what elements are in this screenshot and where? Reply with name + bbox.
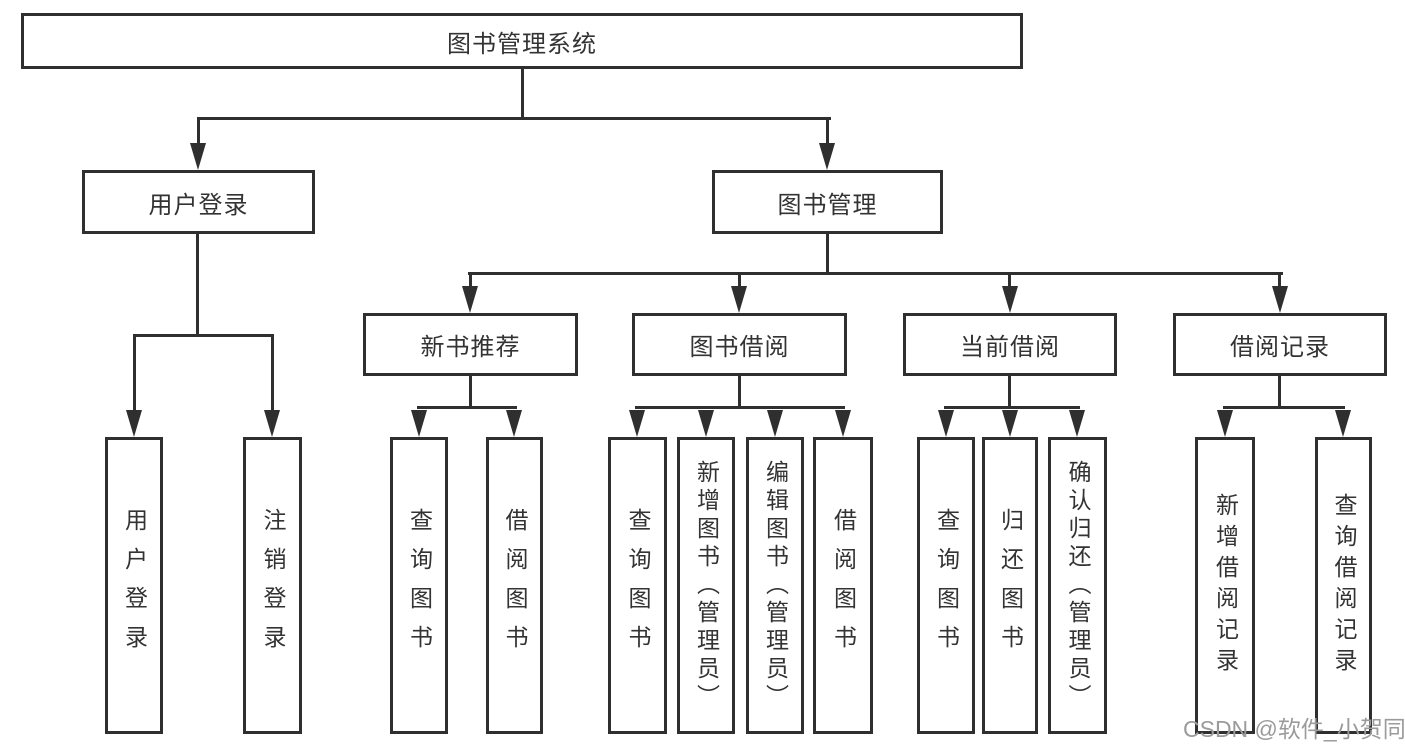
connector-line [271,334,274,411]
connector-line [196,233,199,337]
arrow-down-icon [1335,410,1351,437]
arrow-down-icon [190,143,206,170]
arrow-down-icon [1272,286,1288,313]
arrow-down-icon [835,410,851,437]
arrow-down-icon [698,410,714,437]
connector-line [197,117,200,147]
connector-line [1008,272,1011,290]
node-book-management: 图书管理 [712,170,943,234]
connector-line [738,272,741,290]
leaf-query-books-current: 查询图书 [917,437,975,734]
arrow-down-icon [506,410,522,437]
arrow-down-icon [1002,410,1018,437]
connector-line [635,406,845,409]
arrow-down-icon [767,410,783,437]
connector-line [826,117,829,147]
leaf-confirm-return-admin: 确认归还（管理员） [1048,437,1107,734]
connector-line [521,68,524,120]
arrow-down-icon [629,410,645,437]
leaf-add-borrow-record: 新增借阅记录 [1195,437,1255,734]
leaf-query-books-recommend: 查询图书 [390,437,448,734]
connector-line [468,272,1283,275]
arrow-down-icon [819,143,835,170]
leaf-return-books: 归还图书 [982,437,1038,734]
arrow-down-icon [264,410,280,437]
connector-line [1278,376,1281,409]
connector-line [1223,406,1345,409]
arrow-down-icon [1002,286,1018,313]
leaf-borrow-books-recommend: 借阅图书 [486,437,543,734]
connector-line [469,272,472,290]
arrow-down-icon [1069,410,1085,437]
arrow-down-icon [1217,410,1233,437]
connector-line [944,406,1080,409]
connector-line [133,334,136,411]
node-borrowing-records: 借阅记录 [1173,313,1387,376]
leaf-query-borrow-record: 查询借阅记录 [1315,437,1372,734]
arrow-down-icon [938,410,954,437]
connector-line [469,376,472,409]
connector-line [197,117,831,120]
connector-line [826,233,829,275]
connector-line [133,334,274,337]
node-book-borrowing: 图书借阅 [632,313,847,376]
leaf-edit-books-admin: 编辑图书（管理员） [746,437,804,734]
connector-line [1008,376,1011,409]
node-new-book-recommendation: 新书推荐 [363,313,578,376]
arrow-down-icon [411,410,427,437]
leaf-user-login: 用户登录 [105,437,163,734]
node-user-login: 用户登录 [82,170,315,234]
arrow-down-icon [731,286,747,313]
connector-line [417,406,517,409]
arrow-down-icon [462,286,478,313]
leaf-borrow-books: 借阅图书 [813,437,873,734]
connector-line [738,376,741,409]
leaf-logout: 注销登录 [243,437,302,734]
arrow-down-icon [126,410,142,437]
node-current-borrowing: 当前借阅 [903,313,1117,376]
connector-line [1278,272,1281,290]
leaf-add-books-admin: 新增图书（管理员） [677,437,735,734]
leaf-query-books-borrowing: 查询图书 [608,437,667,734]
node-library-management-system: 图书管理系统 [21,13,1023,69]
watermark-text: CSDN @软件_小贺同学 [1183,716,1405,742]
